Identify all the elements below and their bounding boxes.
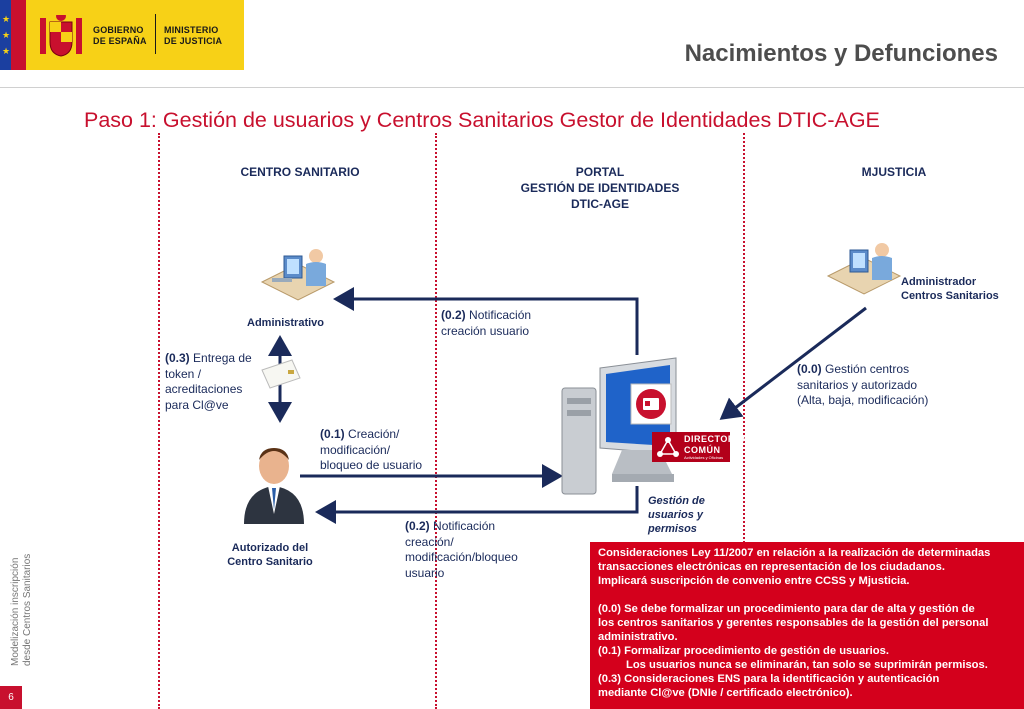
arrow-notificacion-creacion: [333, 287, 639, 355]
spain-flag-stripe: [11, 0, 26, 70]
admin-centros-label: Administrador Centros Sanitarios: [901, 276, 999, 302]
page-number: 6: [0, 686, 22, 709]
column-header-portal: PORTAL GESTIÓN DE IDENTIDADES DTIC-AGE: [520, 165, 680, 211]
autorizado-label: Autorizado del Centro Sanitario: [227, 542, 313, 568]
coat-of-arms-icon: [40, 11, 82, 57]
administrativo-label: Administrativo: [247, 317, 325, 329]
column-divider-left: [158, 133, 160, 709]
administrador-centros-icon: [826, 243, 902, 295]
administrativo-icon: [260, 249, 336, 301]
flow-label-0-1: (0.1) Creación/ modificación/ bloqueo de…: [320, 427, 423, 472]
network-icon: [657, 437, 679, 457]
token-card-icon: [261, 359, 301, 389]
considerations-box: Consideraciones Ley 11/2007 en relación …: [590, 542, 1024, 709]
column-divider-right: [743, 133, 745, 543]
flow-label-0-2-bottom: (0.2) Notificación creación/ modificació…: [405, 519, 518, 580]
side-caption: Modelización inscripción desde Centros S…: [10, 553, 33, 666]
page-title: Nacimientos y Defunciones: [684, 40, 998, 67]
directorio-comun-badge: DIRECTORIO COMÚN Actividades y Oficinas: [652, 432, 745, 462]
flow-label-0-2-top: (0.2) Notificación creación usuario: [441, 308, 532, 338]
flow-label-0-3: (0.3) Entrega de token / acreditaciones …: [165, 351, 252, 412]
column-header-centro: CENTRO SANITARIO: [240, 165, 360, 179]
logo-gobierno-text: GOBIERNO DE ESPAÑA: [93, 25, 147, 46]
column-header-mjusticia: MJUSTICIA: [861, 165, 927, 179]
gobierno-logo: ★ ★ ★ GOBIERNO DE ESPAÑA MINISTERIO DE J…: [0, 0, 244, 70]
logo-ministerio-text: MINISTERIO DE JUSTICIA: [164, 25, 223, 46]
flow-label-0-0: (0.0) Gestión centros sanitarios y autor…: [797, 362, 929, 407]
identity-badge-icon: [630, 383, 672, 425]
column-divider-middle: [435, 133, 437, 709]
title-divider: [0, 87, 1024, 88]
arrow-gestion-centros: [719, 306, 867, 420]
step-title: Paso 1: Gestión de usuarios y Centros Sa…: [84, 108, 880, 132]
autorizado-person-icon: [244, 448, 304, 524]
gestion-usuarios-label: Gestión de usuarios y permisos: [648, 495, 705, 535]
logo-divider: [155, 14, 156, 54]
portal-computer-icon: [561, 357, 677, 495]
arrow-notificacion-modificacion: [315, 486, 639, 524]
